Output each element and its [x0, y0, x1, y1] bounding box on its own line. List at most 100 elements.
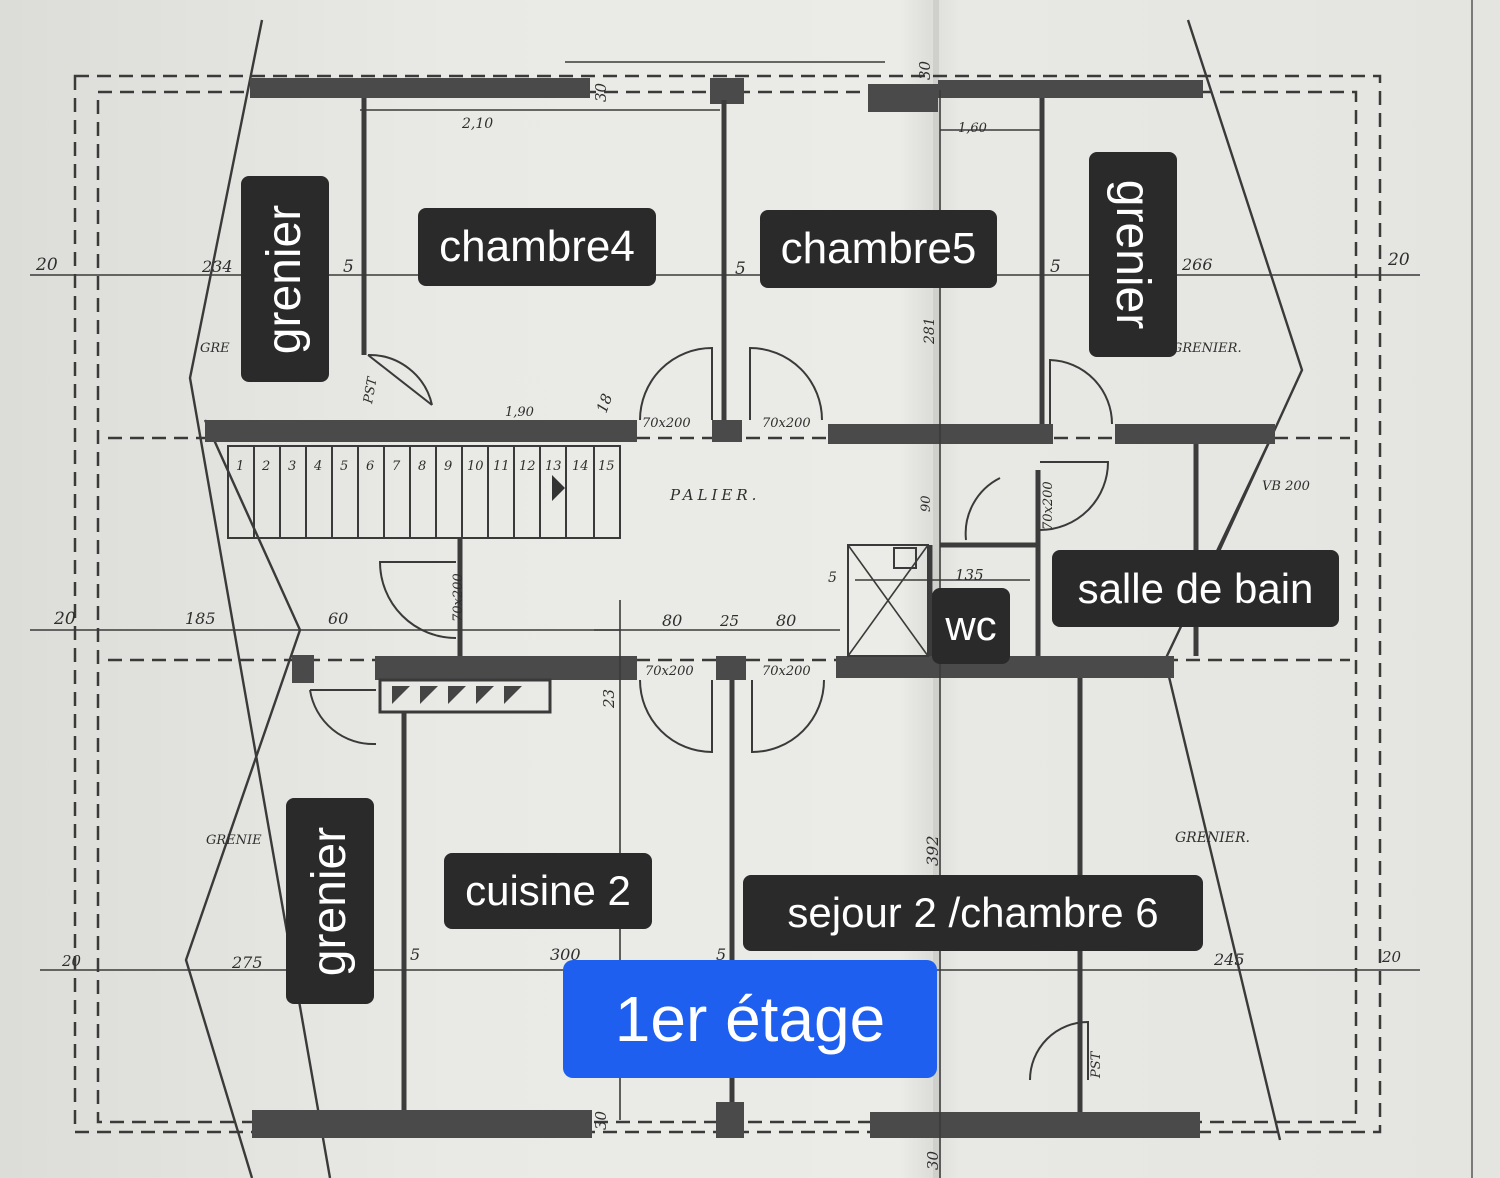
label-door-sejour: 70x200 [762, 664, 811, 679]
label-chambre4: chambre4 [418, 208, 656, 286]
plan-annotations: PALIER. GRE GRENIER. GRENIE GRENIER. 70x… [35, 60, 1410, 1170]
dim-392: 392 [923, 835, 942, 866]
label-grenier-top-right: grenier [1089, 152, 1177, 357]
dim-20-lower-right: 20 [1381, 948, 1402, 966]
roof-line-left-outer [188, 19, 332, 1178]
label-chambre5: chambre5 [760, 210, 997, 288]
dim-20-upper-right: 20 [1387, 250, 1410, 270]
dim-266: 266 [1181, 255, 1213, 274]
label-palier: PALIER. [669, 486, 760, 504]
stair-step-7: 7 [392, 459, 401, 474]
dim-80-left: 80 [662, 611, 682, 630]
stair-arrow [552, 475, 565, 501]
dim-5-sejour: 5 [716, 945, 726, 964]
dim-300: 300 [550, 945, 581, 964]
dim-18: 18 [593, 391, 616, 415]
wall-corridor-lower-right [836, 656, 1174, 678]
dim-5-chambre4: 5 [343, 257, 354, 277]
wall-top-pillar [710, 78, 744, 104]
stair-step-13: 13 [545, 459, 562, 474]
door-chambre4 [639, 346, 713, 421]
wall-corridor-lower-left [375, 656, 637, 680]
label-grenier-print-1: GRE [200, 341, 230, 356]
dim-234: 234 [201, 257, 233, 276]
label-salle-de-bain: salle de bain [1052, 550, 1339, 627]
dim-60: 60 [328, 609, 348, 628]
stair-step-2: 2 [261, 459, 270, 474]
label-cuisine2: cuisine 2 [444, 853, 652, 929]
wall-bottom-left [252, 1110, 592, 1138]
door-grenier-bottom-right [1029, 1020, 1089, 1081]
label-vb200: VB 200 [1262, 479, 1310, 494]
stair-step-11: 11 [493, 459, 510, 474]
stair-step-3: 3 [288, 459, 296, 474]
roof-line-left-inner [184, 419, 302, 1178]
stair-numbers: 1 2 3 4 5 6 7 8 9 10 11 12 13 14 15 [236, 459, 615, 474]
wall-corridor-upper-right [1115, 424, 1275, 444]
dim-185: 185 [185, 609, 216, 628]
chimney-block [378, 678, 552, 714]
door-bath [1039, 461, 1110, 531]
dim-5-grenier: 5 [1050, 257, 1061, 277]
stair-step-5: 5 [340, 459, 348, 474]
stair-step-14: 14 [572, 459, 589, 474]
stair-step-15: 15 [598, 459, 615, 474]
label-grenier-print-2: GRENIER. [1172, 341, 1242, 356]
door-chambre5 [749, 346, 823, 421]
stair-step-10: 10 [467, 459, 484, 474]
dim-5-wc: 5 [828, 570, 837, 586]
label-pst-top: PST [361, 375, 381, 406]
label-door-closet: 70x200 [451, 573, 466, 622]
wall-bottom-right [870, 1112, 1200, 1138]
label-wc: wc [932, 588, 1010, 664]
label-door-chambre4: 70x200 [642, 416, 691, 431]
door-wc [964, 477, 1001, 541]
dim-160: 1,60 [958, 121, 987, 136]
dim-30-top-right: 30 [916, 60, 934, 80]
stair-step-9: 9 [444, 459, 452, 474]
dim-20-lower-left: 20 [61, 952, 82, 970]
stair-step-12: 12 [519, 459, 536, 474]
dim-30-top: 30 [592, 82, 610, 102]
dim-80-right: 80 [776, 611, 796, 630]
dim-135: 135 [955, 566, 984, 584]
door-cuisine [639, 679, 713, 754]
label-door-cuisine: 70x200 [645, 664, 694, 679]
dim-190: 1,90 [505, 405, 534, 420]
wall-bottom-pillar [716, 1102, 744, 1138]
label-door-chambre5: 70x200 [762, 416, 811, 431]
stair-step-8: 8 [418, 459, 426, 474]
label-door-bath: 70x200 [1041, 481, 1056, 530]
door-chambre4-grenier [367, 353, 433, 406]
door-closet [378, 561, 457, 639]
stair-step-4: 4 [313, 459, 322, 474]
dim-5-chambre5: 5 [735, 259, 746, 279]
wall-corridor-upper-pillar [712, 420, 742, 442]
floor-title: 1er étage [563, 960, 937, 1078]
door-sejour [751, 679, 825, 754]
wall-corridor-upper-left [205, 420, 637, 442]
stair-step-6: 6 [366, 459, 374, 474]
dim-210: 2,10 [461, 116, 493, 132]
wall-top-left [250, 78, 590, 98]
dim-25: 25 [719, 612, 739, 630]
wall-top-right [938, 80, 1203, 98]
wall-corridor-lower-pillar [716, 656, 746, 680]
dim-20-mid-left: 20 [53, 609, 76, 629]
dim-23: 23 [600, 689, 618, 709]
wc-fixture [847, 544, 929, 657]
dim-20-upper-left: 20 [35, 255, 58, 275]
dim-5-cuisine: 5 [410, 945, 420, 964]
wall-top-mid [868, 84, 938, 112]
wall-chimney-stub [292, 655, 314, 683]
dim-275: 275 [231, 953, 263, 972]
label-grenier-top-left: grenier [241, 176, 329, 382]
stair-step-1: 1 [236, 459, 244, 474]
dim-30-bottom: 30 [592, 1110, 610, 1130]
label-grenier-bottom-left: grenier [286, 798, 374, 1004]
label-grenier-print-4: GRENIER. [1175, 830, 1250, 846]
outer-dashed-boundary [73, 74, 1382, 1134]
staircase [227, 445, 621, 539]
dim-281: 281 [922, 317, 938, 345]
